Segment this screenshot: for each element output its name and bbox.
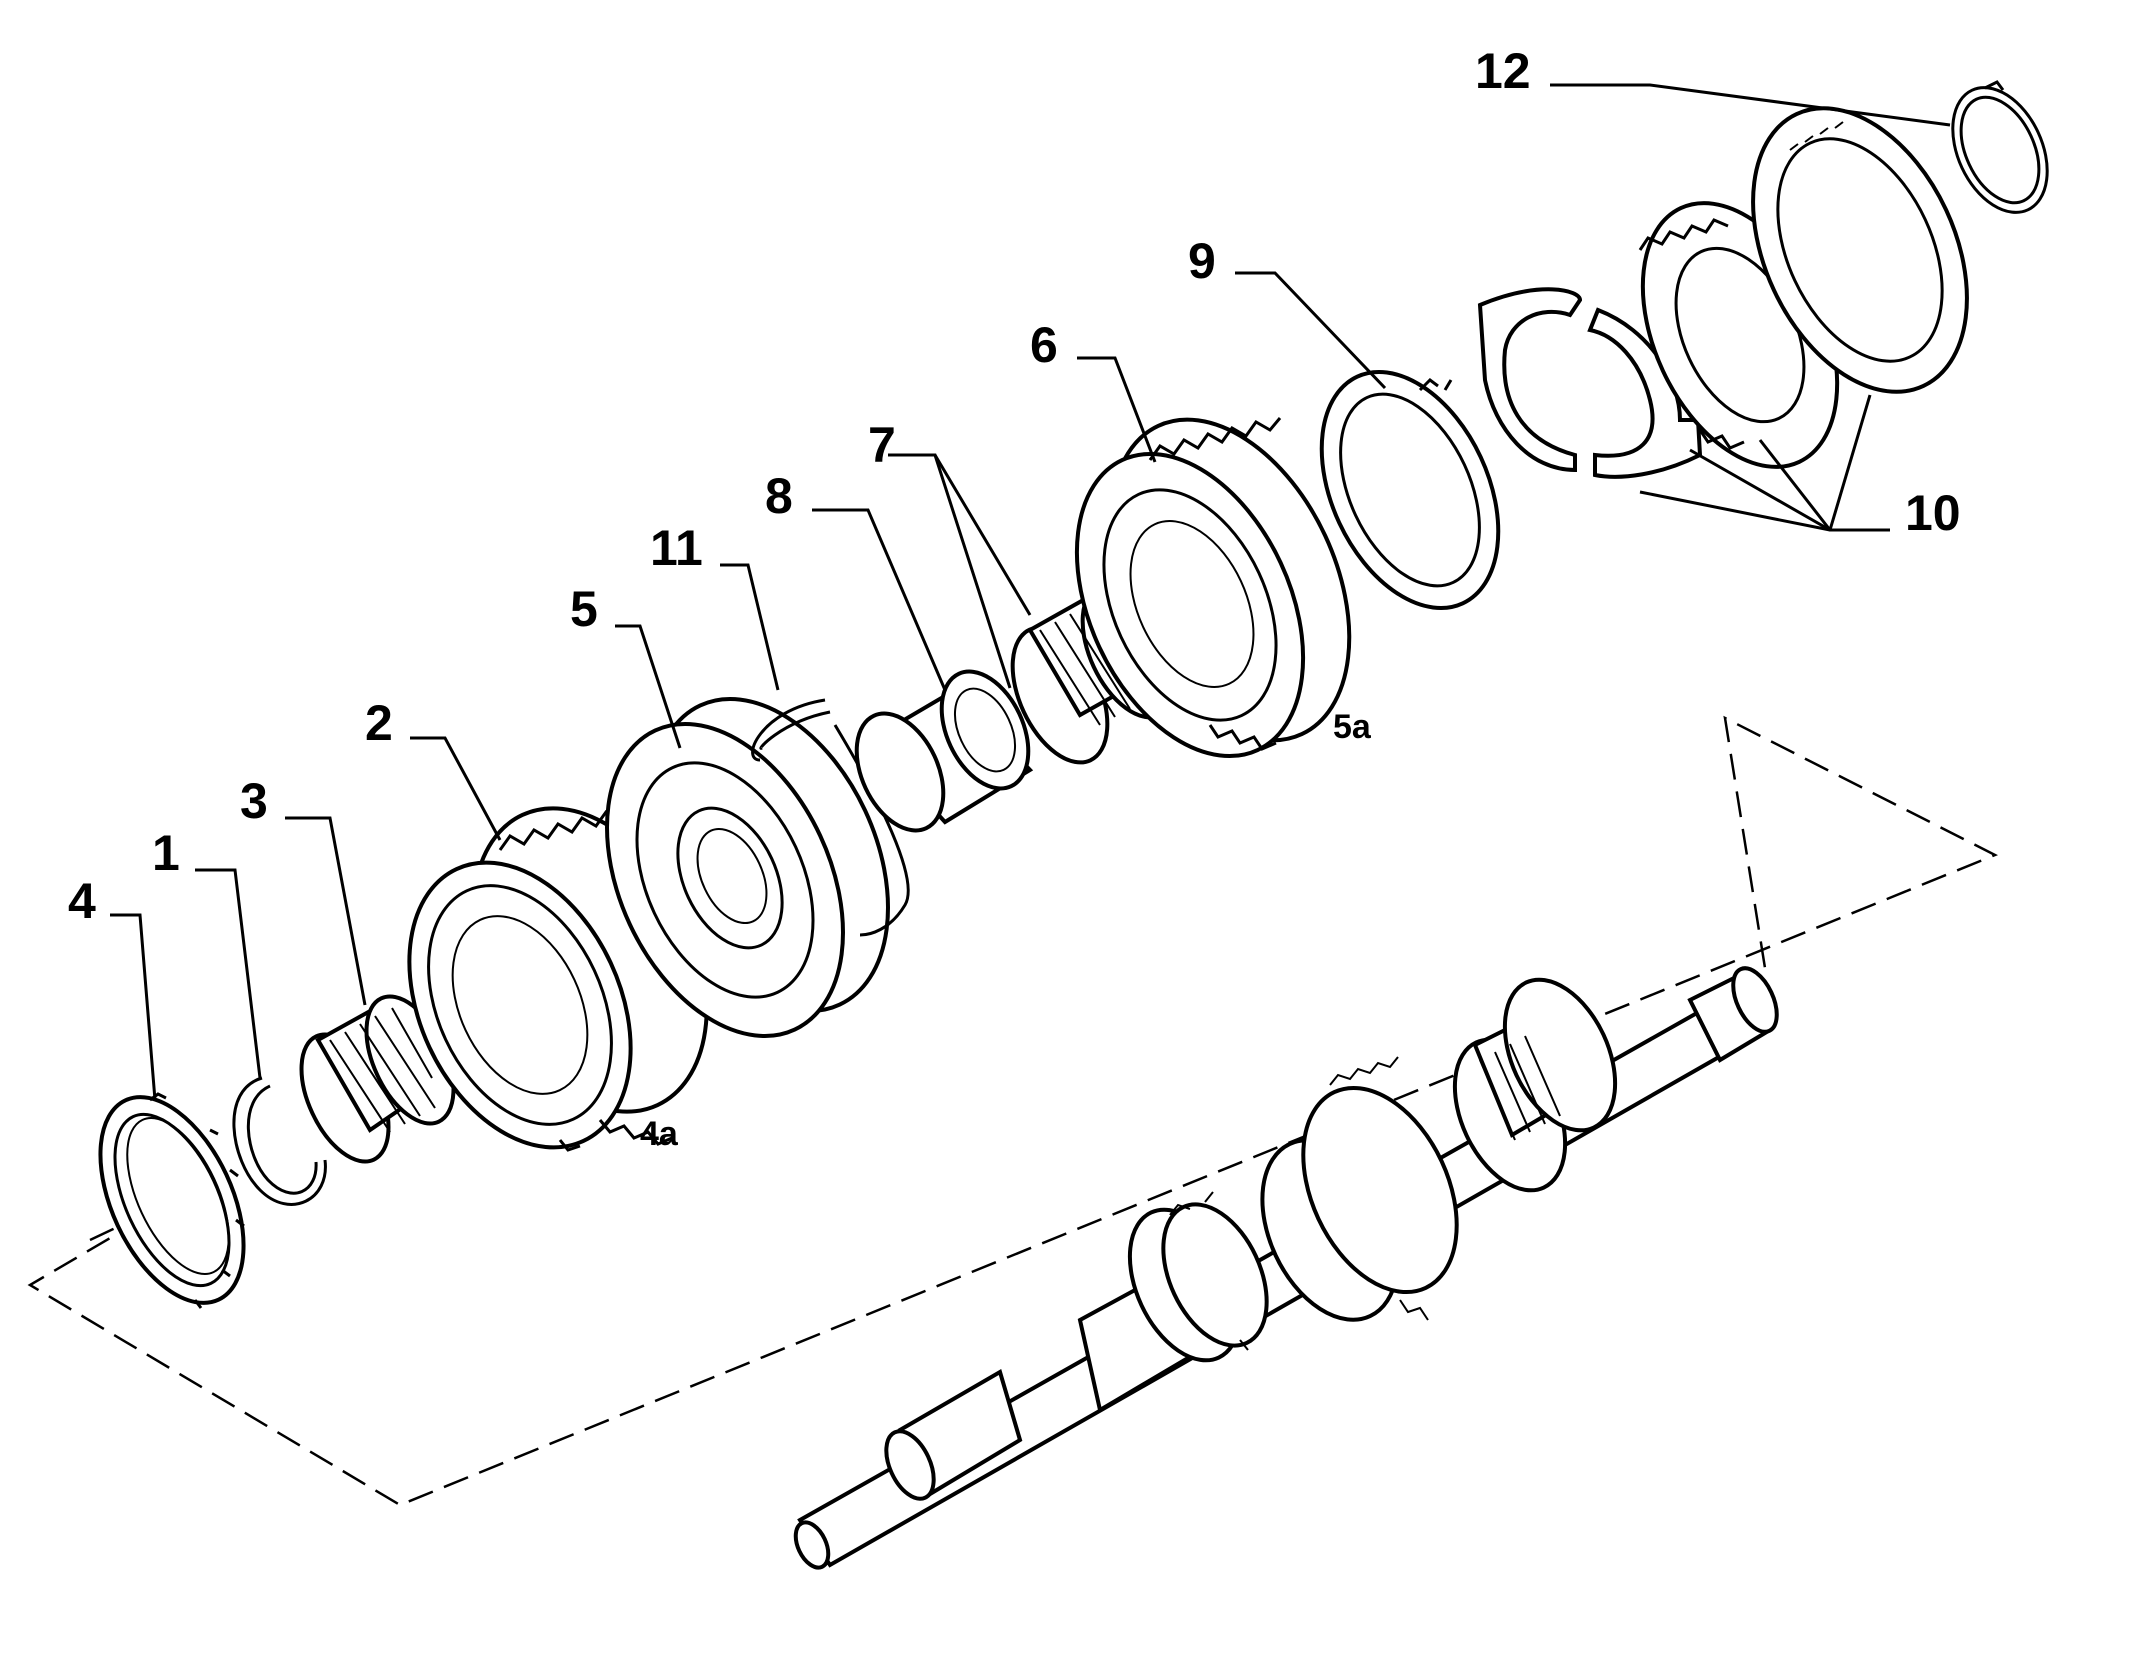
callout-3: 3 <box>240 773 268 829</box>
leader-8 <box>812 508 947 691</box>
leader-7b <box>933 454 1032 616</box>
callout-4: 4 <box>68 873 96 929</box>
callout-10: 10 <box>1905 485 1961 541</box>
callout-2: 2 <box>365 695 393 751</box>
leader-2 <box>410 736 502 841</box>
part-9-synchro-cone <box>1319 370 1501 610</box>
callout-5: 5 <box>570 581 598 637</box>
part-8-sleeve <box>854 669 1034 833</box>
leader-9 <box>1235 271 1387 390</box>
leader-3 <box>285 816 367 1006</box>
leader-6 <box>1077 356 1157 463</box>
leader-10d <box>1639 490 1831 532</box>
main-shaft <box>793 966 1779 1570</box>
leader-10c <box>1828 394 1872 531</box>
callout-7: 7 <box>868 417 896 473</box>
part-12-snap-ring <box>1951 80 2049 214</box>
leader-11 <box>720 563 780 691</box>
assembly-outline <box>27 715 1999 1507</box>
callout-12: 12 <box>1475 43 1531 99</box>
callout-11: 11 <box>650 520 703 576</box>
callout-5a: 5a <box>1333 708 1372 746</box>
leader-10b <box>1758 439 1832 531</box>
callout-9: 9 <box>1188 233 1216 289</box>
callout-1: 1 <box>152 825 180 881</box>
part-4-synchro-ring <box>98 1092 246 1309</box>
leader-4 <box>110 913 157 1101</box>
leader-5 <box>615 624 682 749</box>
leader-12 <box>1550 83 1951 127</box>
part-2-gear <box>407 802 709 1152</box>
part-5-ball-bearing <box>605 697 890 1038</box>
callout-4a: 4a <box>640 1115 679 1153</box>
leader-1 <box>195 868 262 1079</box>
callout-8: 8 <box>765 468 793 524</box>
leader-7a <box>888 453 1012 689</box>
leader-lines <box>110 83 1951 1101</box>
part-10-synchronizer-assembly <box>1477 106 1969 479</box>
part-6-gear <box>1074 417 1352 759</box>
callouts: 4 1 3 2 5 11 8 7 6 9 10 12 4a 5a <box>68 43 1961 1153</box>
part-1-snap-ring <box>232 1076 327 1206</box>
callout-6: 6 <box>1030 317 1058 373</box>
